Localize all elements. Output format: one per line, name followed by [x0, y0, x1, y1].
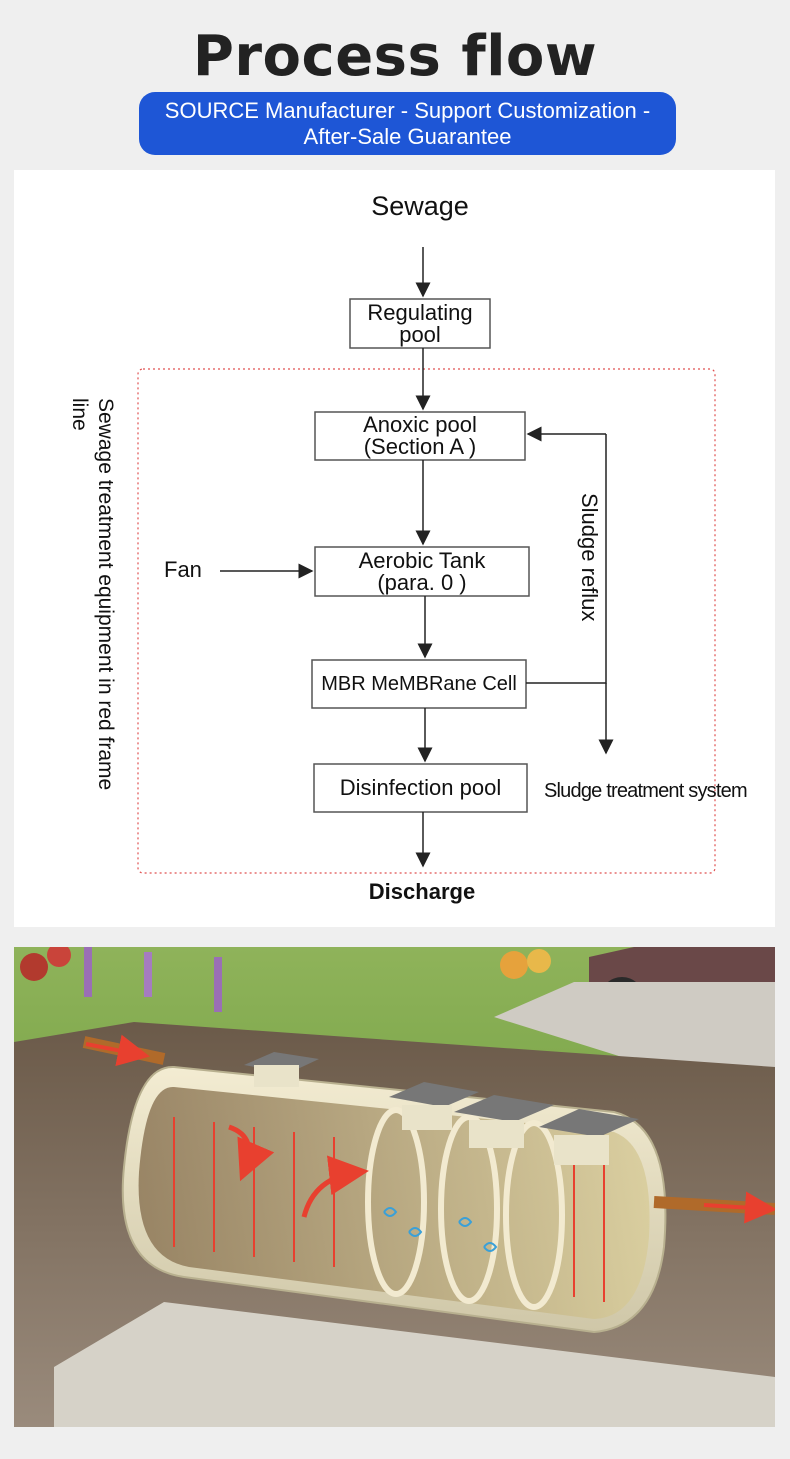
flowchart-card: Sewage Regulating pool Anoxic pool (Sect… — [14, 170, 775, 927]
slogan-text: SOURCE Manufacturer - Support Customizat… — [164, 97, 651, 149]
box-anoxic — [314, 411, 526, 461]
regulating-pool-label: Regulating pool — [367, 299, 473, 347]
slogan-banner: SOURCE Manufacturer - Support Customizat… — [139, 92, 676, 155]
manhole-covers — [244, 1052, 639, 1165]
tank-scene-svg — [14, 947, 775, 1427]
flow-curve-arrow-2 — [301, 1155, 369, 1218]
flow-lines — [173, 1117, 605, 1302]
inlet-flow-arrow — [85, 1034, 150, 1067]
page-title: Process flow — [192, 24, 598, 89]
box-regulating — [349, 298, 491, 349]
frame-note-label: Sewage treatment equipment in red frame … — [68, 398, 117, 791]
sludge-reflux-label: Sludge reflux — [577, 493, 602, 622]
partition-1 — [365, 1107, 427, 1297]
aeration-swirls — [383, 1207, 498, 1252]
discharge-label: Discharge — [368, 879, 476, 904]
tank-illustration — [14, 947, 775, 1427]
box-mbr — [311, 659, 527, 709]
flow-curve-arrow — [228, 1124, 275, 1182]
flower-bed — [20, 947, 551, 1012]
sewage-label: Sewage — [371, 191, 469, 221]
red-frame-line — [137, 368, 716, 874]
outlet-flow-arrow — [703, 1191, 775, 1224]
mbr-cell-label: MBR MeMBRane Cell — [321, 673, 517, 695]
partition-2 — [438, 1114, 500, 1304]
partition-3 — [503, 1120, 565, 1310]
box-disinfection — [313, 763, 528, 813]
aerobic-tank-label: Aerobic Tank (para. 0 ) — [358, 547, 486, 595]
anoxic-pool-label: Anoxic pool (Section A ) — [363, 412, 477, 459]
fan-label: Fan — [164, 557, 202, 582]
flowchart-lines — [137, 247, 716, 874]
sludge-treatment-label: Sludge treatment system — [544, 780, 748, 802]
concrete-base — [54, 1302, 775, 1427]
disinfection-pool-label: Disinfection pool — [339, 775, 502, 800]
box-aerobic — [314, 546, 530, 597]
